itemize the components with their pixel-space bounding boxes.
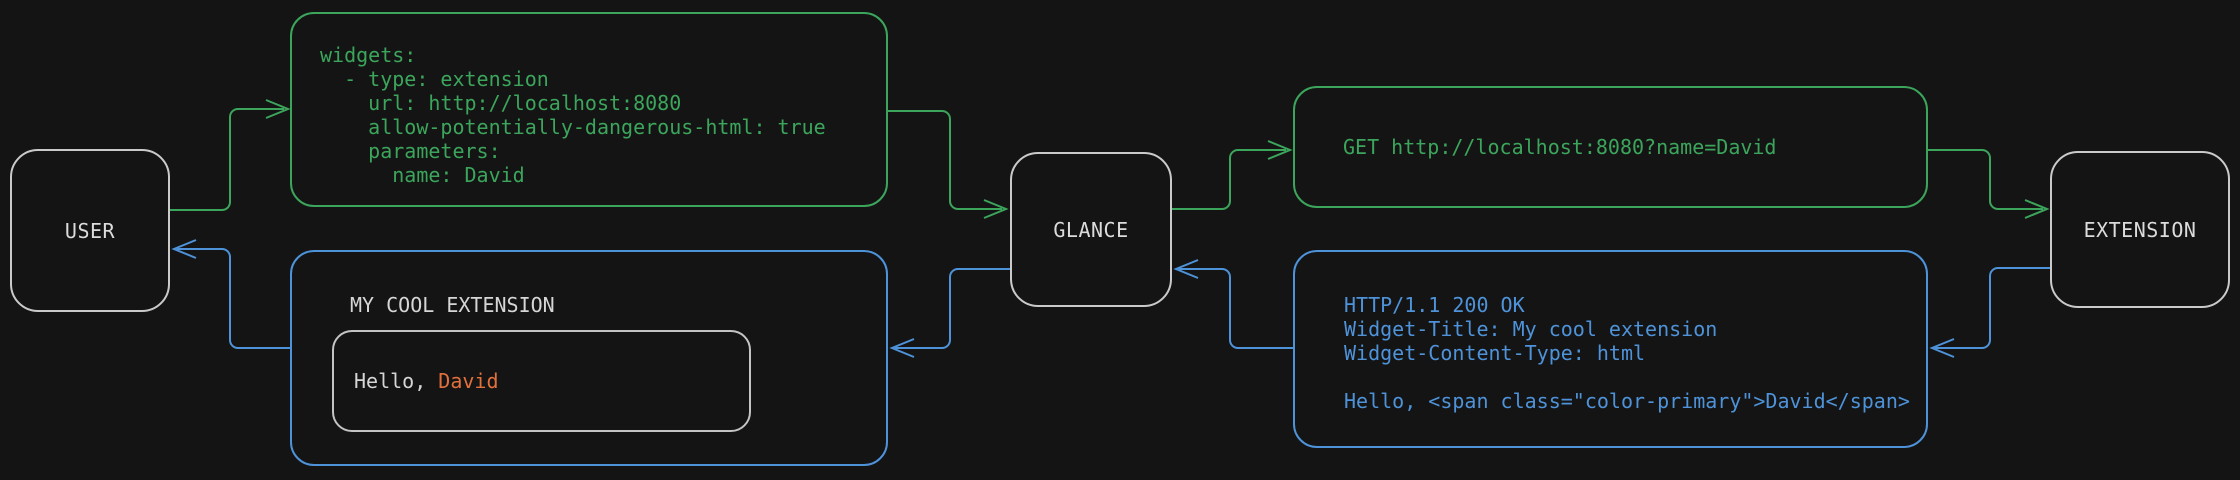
node-extension: EXTENSION [2050,151,2230,308]
arrowhead-left-icon [1929,338,1955,358]
arrowhead-left-icon [889,338,915,358]
config-yaml-code: widgets: - type: extension url: http://l… [320,43,826,187]
arrowhead-left-icon [1173,259,1199,279]
arrow-request-to-extension [1928,149,2050,219]
http-request-box: GET http://localhost:8080?name=David [1293,86,1928,208]
config-yaml-box: widgets: - type: extension url: http://l… [290,12,888,207]
arrowhead-right-icon [2024,199,2050,219]
greeting-name: David [438,369,499,393]
widget-greeting-box: Hello, David [332,330,751,432]
node-user: USER [10,149,170,312]
arrow-widget-to-user [171,239,290,349]
arrowhead-left-icon [171,239,197,259]
widget-title: MY COOL EXTENSION [350,293,555,317]
arrow-user-to-config [170,99,291,211]
http-response-box: HTTP/1.1 200 OK Widget-Title: My cool ex… [1293,250,1928,448]
arrow-glance-to-request [1172,140,1293,210]
arrow-extension-to-response [1929,267,2050,358]
widget-preview-box: MY COOL EXTENSION Hello, David [290,250,888,466]
http-request-code: GET http://localhost:8080?name=David [1343,135,1777,159]
arrowhead-right-icon [265,99,291,119]
node-user-label: USER [64,218,116,243]
arrowhead-right-icon [1267,140,1293,160]
arrowhead-right-icon [983,199,1009,219]
node-extension-label: EXTENSION [2083,217,2197,242]
arrow-glance-to-widget [889,268,1010,358]
node-glance: GLANCE [1010,152,1172,307]
http-response-code: HTTP/1.1 200 OK Widget-Title: My cool ex… [1344,293,1910,413]
node-glance-label: GLANCE [1053,217,1129,242]
arrow-response-to-glance [1173,259,1293,349]
greeting-prefix: Hello, [354,369,439,393]
arrow-config-to-glance [888,110,1009,219]
